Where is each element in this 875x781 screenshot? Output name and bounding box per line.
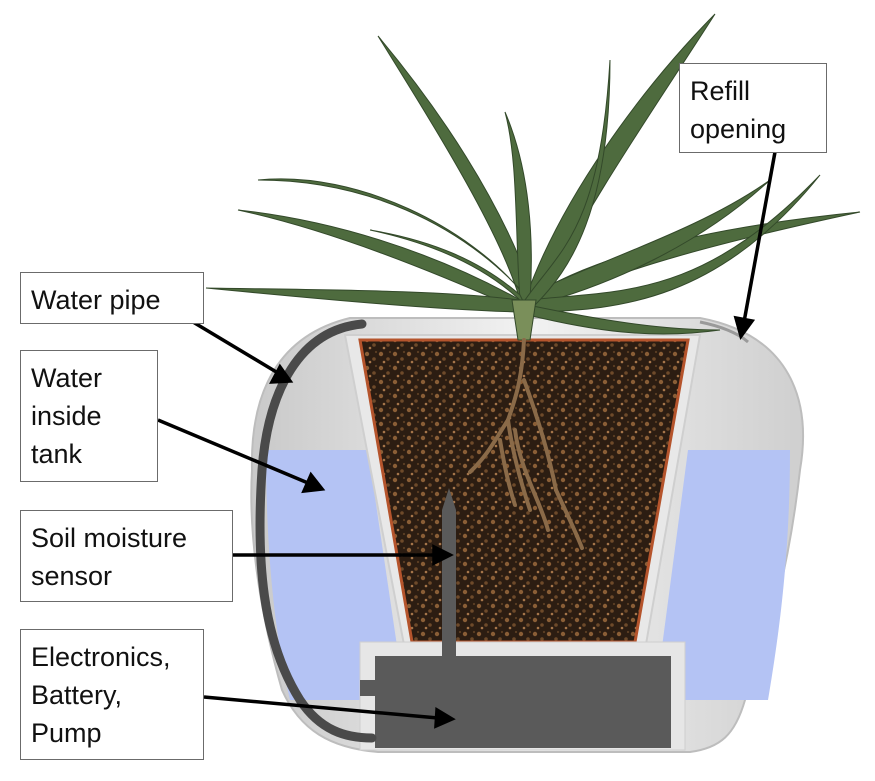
arrow-water-pipe — [192, 320, 279, 375]
refill-opening — [699, 320, 750, 344]
refill-opening-label: Refill opening — [679, 63, 827, 153]
arrowhead-soil-moisture-sensor — [432, 544, 454, 566]
callout-arrows — [157, 151, 777, 729]
soil-moisture-sensor-label: Soil moisture sensor — [20, 510, 233, 602]
arrowhead-water-inside-tank — [301, 471, 326, 494]
arrowhead-electronics — [434, 707, 456, 729]
soil-moisture-sensor-probe — [442, 488, 456, 656]
electronics-box — [375, 656, 671, 748]
electronics-label: Electronics, Battery, Pump — [20, 629, 204, 760]
arrowhead-water-pipe — [268, 363, 294, 384]
water-pipe — [255, 319, 377, 743]
arrow-water-inside-tank — [157, 418, 309, 485]
arrowhead-refill-opening — [733, 315, 756, 340]
water-right — [655, 450, 790, 700]
arrow-electronics — [203, 695, 439, 720]
water-pipe-label: Water pipe — [20, 272, 204, 324]
plant-roots — [468, 338, 584, 550]
water-inside-tank-label: Water inside tank — [20, 350, 158, 482]
aloe-plant — [205, 13, 861, 341]
pump-outlet — [360, 680, 378, 696]
water-left — [266, 450, 405, 700]
arrow-refill-opening — [742, 151, 777, 323]
